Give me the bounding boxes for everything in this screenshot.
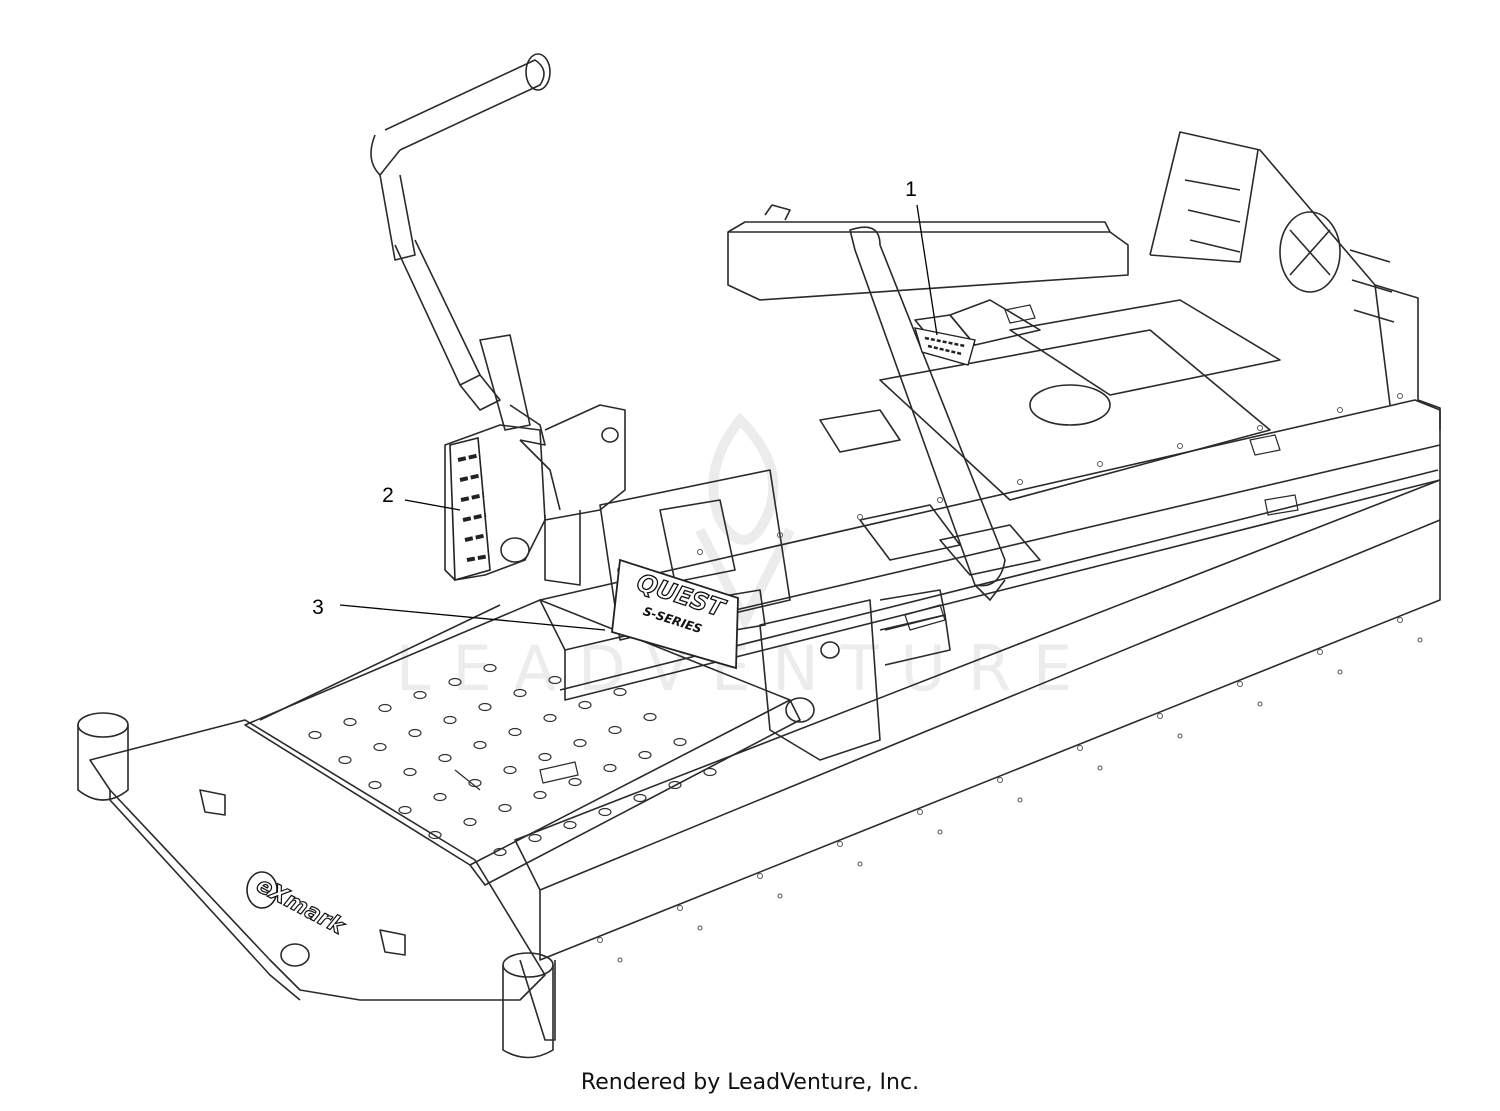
decal-2-height-of-cut (449, 436, 491, 582)
rear-seat-mount (1149, 131, 1441, 430)
front-bumper (77, 712, 554, 1059)
brand-logo: eXmark (246, 871, 350, 941)
leader-line-2 (404, 499, 461, 511)
left-side-rail (514, 479, 1441, 1041)
callout-labels: 1 2 3 (312, 178, 917, 619)
right-control-tower (759, 589, 951, 761)
deck-plates (819, 299, 1281, 576)
callout-1[interactable]: 1 (905, 178, 917, 201)
decal-1-strip (914, 327, 976, 366)
leader-line-3 (339, 604, 606, 631)
left-control-tower (444, 404, 626, 586)
foot-deck (244, 599, 801, 886)
rear-cross-bar (727, 204, 1129, 301)
mower-frame (77, 53, 1441, 1059)
deck-dimples (308, 663, 717, 857)
rear-lever (849, 226, 1006, 601)
callout-2[interactable]: 2 (382, 484, 394, 507)
watermark: LEADVENTURE (396, 412, 1072, 705)
steering-lever (370, 53, 551, 446)
callout-3[interactable]: 3 (312, 596, 324, 619)
leader-lines (339, 204, 938, 631)
render-credit-footer: Rendered by LeadVenture, Inc. (580, 1070, 920, 1095)
leader-line-1 (916, 204, 938, 336)
rail-holes (597, 393, 1423, 963)
